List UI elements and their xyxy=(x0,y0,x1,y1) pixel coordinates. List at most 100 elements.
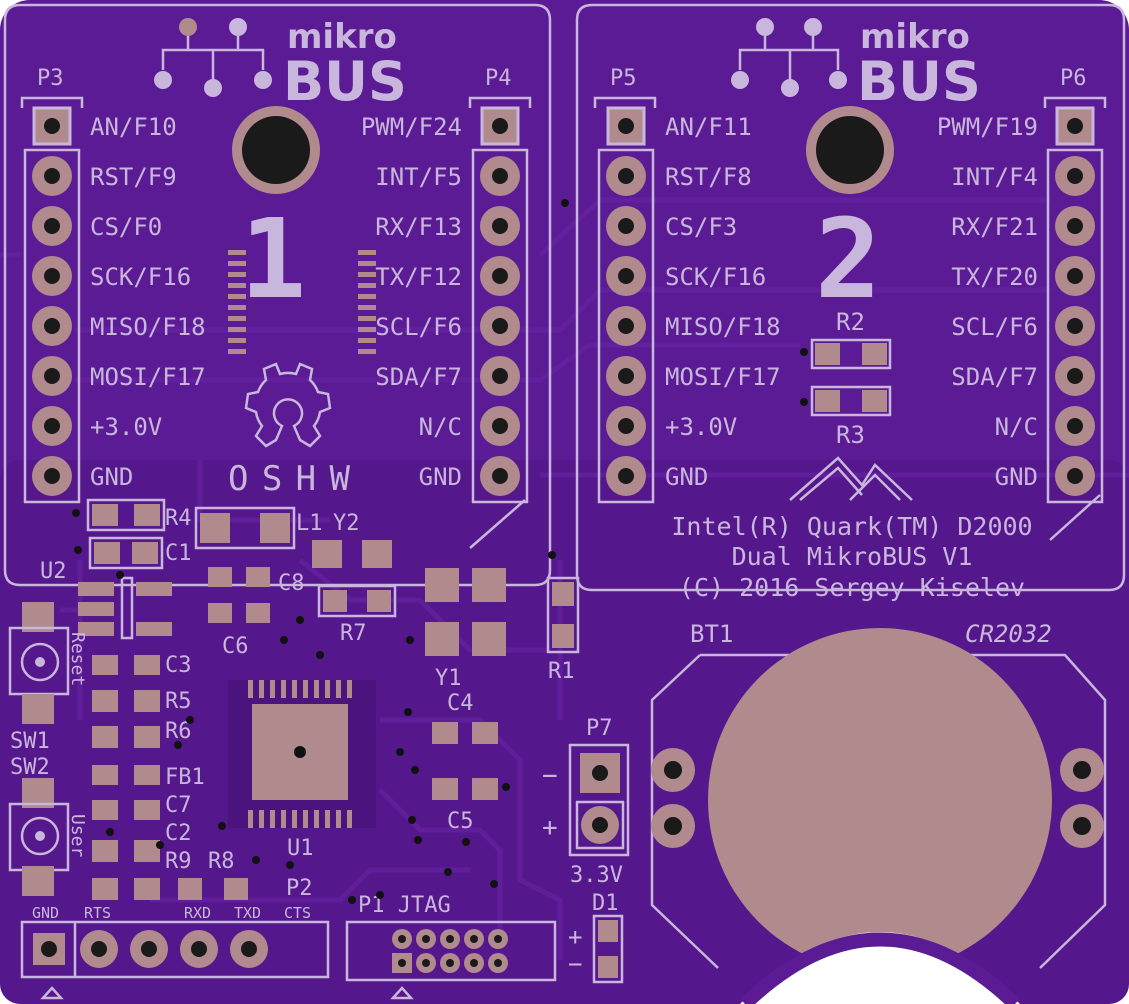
bus2-right-pin-label: INT/F4 xyxy=(951,163,1038,191)
resistor-r2 xyxy=(810,338,892,370)
via xyxy=(72,509,80,517)
ref-u2: U2 xyxy=(40,559,67,584)
bus2-left-pin-label: CS/F3 xyxy=(665,213,737,241)
switch-sw2[interactable] xyxy=(8,778,70,896)
ref-fb1: FB1 xyxy=(165,765,205,790)
resistor-r7 xyxy=(317,584,397,618)
ref-c2: C2 xyxy=(165,821,192,846)
ref-r5: R5 xyxy=(165,689,192,714)
bus1-number: 1 xyxy=(240,195,306,323)
bus2-right-pin-label: N/C xyxy=(995,413,1038,441)
via xyxy=(406,636,414,644)
via xyxy=(116,571,124,579)
bus2-right-header-ref: P6 xyxy=(1060,66,1087,91)
via xyxy=(411,766,419,774)
credit-line: Intel(R) Quark(TM) D2000 xyxy=(671,512,1032,541)
bus1-left-pin-label: +3.0V xyxy=(90,413,162,441)
user-label: User xyxy=(67,814,88,858)
via xyxy=(408,816,416,824)
via xyxy=(502,783,510,791)
ref-r6: R6 xyxy=(165,719,192,744)
header-pin-square xyxy=(32,106,72,146)
bus1-logo-bottom: BUS xyxy=(283,50,407,113)
header-pin-square xyxy=(480,106,520,146)
jtag-header-pins xyxy=(392,929,508,973)
voltage-label: 3.3V xyxy=(570,863,623,888)
credit-line: Dual MikroBUS V1 xyxy=(732,542,973,571)
bus2-number: 2 xyxy=(815,195,881,323)
via xyxy=(348,896,356,904)
resistor-r3 xyxy=(810,385,892,417)
vias xyxy=(72,199,808,904)
bus2-right-pin-label: SCL/F6 xyxy=(951,313,1038,341)
via xyxy=(174,741,182,749)
p7-minus-label: − xyxy=(542,761,558,791)
bus2-logo-bottom: BUS xyxy=(857,50,981,113)
bus1-logo: mikro BUS xyxy=(154,17,407,113)
bus1-outline xyxy=(3,3,552,587)
bus2-left-pin-label: MISO/F18 xyxy=(665,313,781,341)
bus1-right-header-ref: P4 xyxy=(485,66,512,91)
ref-c3: C3 xyxy=(165,653,192,678)
bus1-left-header-ref: P3 xyxy=(37,66,64,91)
bus1-left-pin-label: MOSI/F17 xyxy=(90,363,206,391)
microcontroller-u1 xyxy=(228,250,376,828)
via xyxy=(74,546,82,554)
ref-u1: U1 xyxy=(287,836,314,861)
bus2-left-pin-label: RST/F8 xyxy=(665,163,752,191)
bus2-right-header-outline xyxy=(1046,148,1104,504)
via xyxy=(444,868,452,876)
bus1-right-pin-label: RX/F13 xyxy=(375,213,462,241)
via xyxy=(414,836,422,844)
bus1-right-pin-label: N/C xyxy=(419,413,462,441)
bus1-right-pin-label: TX/F12 xyxy=(375,263,462,291)
via xyxy=(156,841,164,849)
via xyxy=(800,398,808,406)
ref-c7: C7 xyxy=(165,793,192,818)
bus2-left-pin-label: AN/F11 xyxy=(665,113,752,141)
uart-pin-label: RTS xyxy=(84,904,111,922)
ref-l1: L1 xyxy=(296,511,323,536)
via xyxy=(106,828,114,836)
led-d1 xyxy=(592,914,624,984)
p7-plus-label: + xyxy=(542,813,558,843)
ref-c8: C8 xyxy=(278,571,305,596)
ref-c4: C4 xyxy=(447,691,474,716)
bus2-mounting-hole xyxy=(816,116,884,184)
capacitor-c8 xyxy=(208,567,270,587)
bus2-logo-top: mikro xyxy=(860,17,970,57)
d1-minus-label: − xyxy=(568,950,582,978)
uart-pin-label: TXD xyxy=(234,904,261,922)
bus1-left-header-outline xyxy=(23,148,81,504)
ref-r2: R2 xyxy=(836,308,865,336)
capacitor-c6 xyxy=(208,603,270,623)
bus1-left-pin-label: MISO/F18 xyxy=(90,313,206,341)
uart-pin-label: CTS xyxy=(284,904,311,922)
capacitor-c4 xyxy=(432,722,498,744)
crystal-y2 xyxy=(312,540,392,568)
ref-c5: C5 xyxy=(447,809,474,834)
bus1-logo-top: mikro xyxy=(287,17,397,57)
ref-sw2: SW2 xyxy=(10,755,50,780)
switch-sw1[interactable] xyxy=(8,602,70,724)
bus1-left-pin-label: GND xyxy=(90,463,133,491)
ref-d1: D1 xyxy=(592,891,619,916)
capacitor-c5 xyxy=(432,778,498,800)
ref-p7: P7 xyxy=(586,716,613,741)
via xyxy=(296,616,304,624)
ref-p1: P1 JTAG xyxy=(358,893,451,918)
via xyxy=(800,348,808,356)
bus2-left-header-ref: P5 xyxy=(610,66,637,91)
resistor-r1 xyxy=(546,576,580,654)
ref-r4: R4 xyxy=(165,506,192,531)
ref-r8: R8 xyxy=(208,849,235,874)
bus1-left-pin-label: AN/F10 xyxy=(90,113,177,141)
bus2-left-pin-label: MOSI/F17 xyxy=(665,363,781,391)
resistor-r4 xyxy=(86,498,166,532)
p2-header-pins xyxy=(33,930,268,968)
bus2-outline xyxy=(575,3,1126,592)
via xyxy=(186,716,194,724)
jtag-outline xyxy=(345,920,557,982)
battery-type-label: CR2032 xyxy=(965,620,1052,648)
ref-c6: C6 xyxy=(222,634,249,659)
